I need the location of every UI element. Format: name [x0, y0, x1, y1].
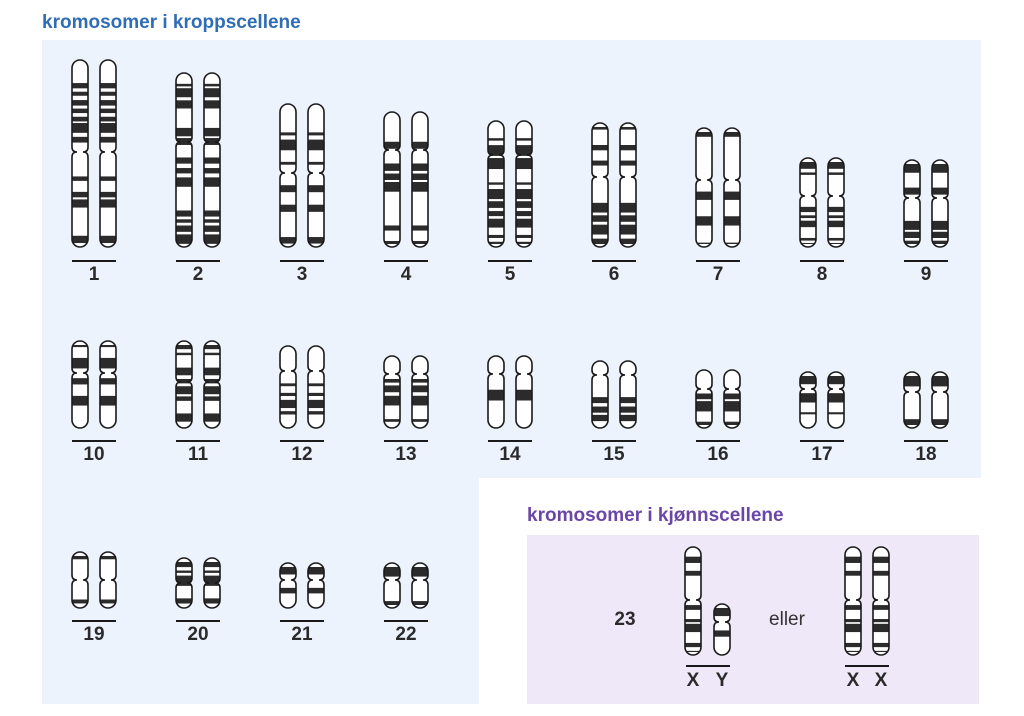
autosome-panel	[42, 40, 981, 704]
chromosome-pair-19-left	[71, 551, 89, 609]
chromosome-pair-20-right	[203, 557, 221, 609]
chromosome-pair-22-left	[383, 562, 401, 609]
chromosome-pair-3-right	[307, 103, 325, 248]
chromosome-pair-8-right	[827, 157, 845, 248]
pair-number-9: 9	[921, 264, 932, 285]
pair-number-7: 7	[713, 264, 724, 285]
pair-number-18: 18	[915, 444, 936, 465]
pair-number-4: 4	[401, 264, 412, 285]
pair-number-5: 5	[505, 264, 516, 285]
chromosome-pair-13-left	[383, 355, 401, 429]
male-x-chromosome	[684, 546, 702, 656]
chromosome-pair-18-left	[903, 371, 921, 429]
autosome-title: kromosomer i kroppscellene	[42, 12, 301, 33]
chromosome-pair-10-right	[99, 340, 117, 429]
pair-number-16: 16	[707, 444, 728, 465]
male-y-label: Y	[716, 670, 729, 691]
chromosome-pair-7-right	[723, 127, 741, 248]
chromosome-pair-4-right	[411, 111, 429, 248]
pair-number-3: 3	[297, 264, 308, 285]
pair-number-23: 23	[614, 609, 635, 630]
pair-number-14: 14	[499, 444, 521, 465]
chromosome-pair-19-right	[99, 551, 117, 609]
chromosome-pair-10-left	[71, 340, 89, 429]
chromosome-pair-1-right	[99, 59, 117, 248]
male-y-chromosome	[713, 603, 731, 656]
chromosome-pair-12-right	[307, 345, 325, 429]
pair-number-1: 1	[89, 264, 100, 285]
chromosome-pair-17-right	[827, 371, 845, 429]
chromosome-pair-15-left	[591, 360, 609, 429]
chromosome-pair-6-left	[591, 122, 609, 248]
chromosome-pair-4-left	[383, 111, 401, 248]
pair-number-15: 15	[603, 444, 625, 465]
chromosome-pair-16-left	[695, 369, 713, 429]
chromosome-pair-20-left	[175, 557, 193, 609]
female-x-chromosome-2	[872, 546, 890, 656]
chromosome-pair-14-left	[487, 355, 505, 429]
chromosome-pair-6-right	[619, 122, 637, 248]
pair-number-20: 20	[187, 624, 208, 645]
chromosome-pair-9-left	[903, 159, 921, 248]
chromosome-pair-16-right	[723, 369, 741, 429]
chromosome-pair-3-left	[279, 103, 297, 248]
chromosome-pair-17-left	[799, 371, 817, 429]
chromosome-pair-18-right	[931, 371, 949, 429]
pair-number-2: 2	[193, 264, 204, 285]
chromosome-pair-13-right	[411, 355, 429, 429]
sex-chromosome-panel	[527, 535, 979, 704]
or-label: eller	[769, 609, 806, 630]
pair-number-6: 6	[609, 264, 620, 285]
chromosome-pair-15-right	[619, 360, 637, 429]
chromosome-pair-11-right	[203, 340, 221, 429]
female-x2-label: X	[875, 670, 888, 691]
chromosome-pair-14-right	[515, 355, 533, 429]
pair-number-22: 22	[395, 624, 416, 645]
chromosome-pair-1-left	[71, 59, 89, 248]
pair-number-12: 12	[291, 444, 312, 465]
pair-number-8: 8	[817, 264, 828, 285]
chromosome-pair-5-right	[515, 120, 533, 248]
pair-number-11: 11	[188, 444, 209, 465]
chromosome-pair-9-right	[931, 159, 949, 248]
chromosome-pair-11-left	[175, 340, 193, 429]
pair-number-13: 13	[395, 444, 416, 465]
chromosome-pair-12-left	[279, 345, 297, 429]
pair-number-17: 17	[811, 444, 832, 465]
chromosome-pair-21-left	[279, 562, 297, 609]
chromosome-pair-2-left	[175, 72, 193, 248]
chromosome-pair-5-left	[487, 120, 505, 248]
chromosome-pair-7-left	[695, 127, 713, 248]
female-x-chromosome-1	[844, 546, 862, 656]
chromosome-pair-8-left	[799, 157, 817, 248]
chromosome-pair-2-right	[203, 72, 221, 248]
chromosome-pair-21-right	[307, 562, 325, 609]
pair-number-21: 21	[291, 624, 313, 645]
pair-number-19: 19	[83, 624, 104, 645]
female-x1-label: X	[847, 670, 860, 691]
pair-number-10: 10	[83, 444, 104, 465]
chromosome-pair-22-right	[411, 562, 429, 609]
sex-chromosome-title: kromosomer i kjønnscellene	[527, 505, 784, 526]
male-x-label: X	[687, 670, 700, 691]
